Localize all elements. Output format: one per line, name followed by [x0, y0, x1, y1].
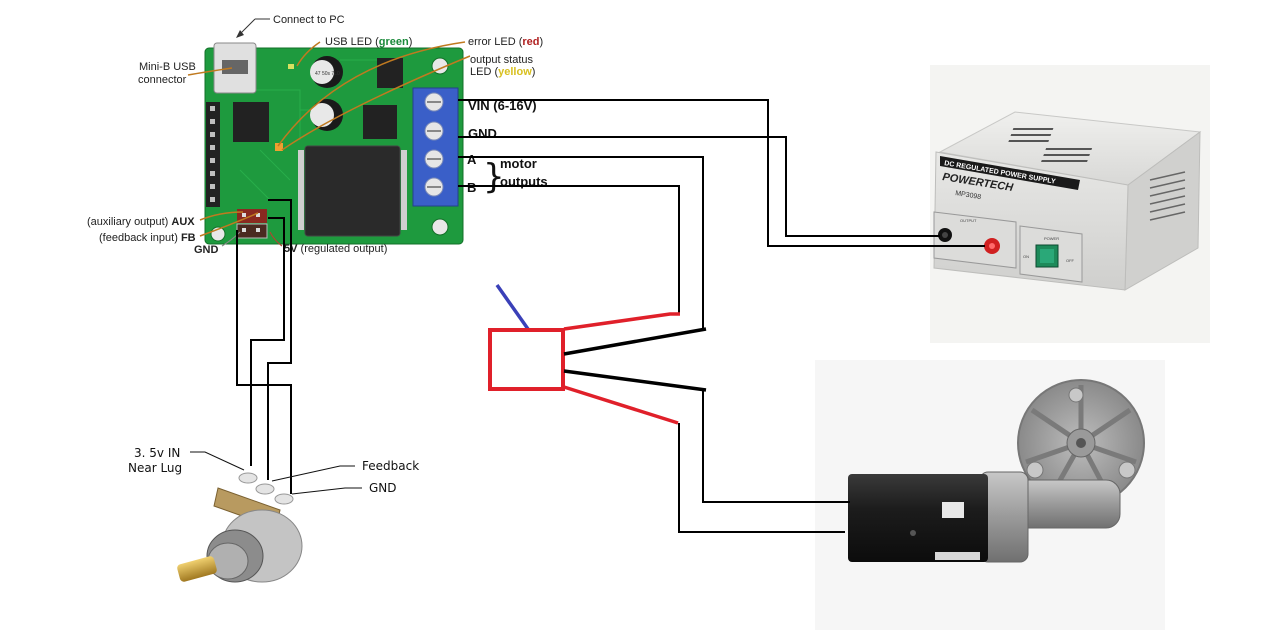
wire-motor-lead-1	[702, 390, 850, 503]
a-terminal-label: A	[467, 152, 477, 167]
potentiometer	[177, 472, 303, 583]
wire-motor-a	[458, 156, 704, 330]
pot-5v-in-label-line1: 3. 5v IN	[134, 446, 180, 460]
relay-box-outline	[488, 328, 565, 391]
5v-pin-label: 5V (regulated output)	[284, 243, 387, 255]
fb-label: (feedback input) FB	[99, 232, 196, 244]
motor-outputs-label-line1: motor	[500, 156, 537, 171]
power-off-label: OFF	[1066, 258, 1075, 263]
status-led-label-line1: output status	[470, 54, 533, 66]
pot-lug-3	[274, 493, 294, 505]
capacitor-marking: 47 50s 7L0	[315, 71, 340, 77]
pot-5v-in-label-line2: Near Lug	[128, 461, 182, 475]
output-panel-label: OUTPUT	[960, 218, 977, 223]
main-ic	[304, 145, 401, 237]
gnd-pins	[236, 223, 268, 239]
pot-shaft	[177, 556, 217, 582]
wire-5v-to-pot	[250, 217, 285, 466]
status-led-label-line2: LED (yellow)	[470, 66, 535, 78]
wire-gnd-to-psu-negative	[458, 136, 940, 237]
pin-header	[206, 102, 220, 207]
pot-callouts	[190, 451, 362, 495]
motor-controller-board: 47 50s 7L0	[187, 41, 471, 247]
b-terminal-label: B	[467, 180, 476, 195]
power-panel-label: POWER	[1044, 236, 1059, 241]
red-lead-lower	[563, 385, 679, 425]
pot-lug-1	[238, 472, 258, 484]
wire-vin-to-psu-positive	[458, 99, 985, 247]
power-supply-model: MP3098	[955, 190, 982, 201]
wire-feedback-to-pot	[267, 199, 292, 480]
connect-to-pc-label: Connect to PC	[273, 14, 345, 26]
vin-terminal-label: VIN (6-16V)	[468, 98, 537, 113]
black-lead-lower	[563, 369, 707, 392]
motor-body	[848, 474, 988, 562]
pot-feedback-label: Feedback	[362, 459, 419, 473]
aux-label: (auxiliary output) AUX	[87, 216, 195, 228]
gnd-pin-label: GND	[194, 244, 219, 256]
wire-motor-b	[458, 185, 680, 314]
usb-ic	[233, 102, 269, 142]
wire-motor-lead-2	[678, 423, 845, 533]
black-lead-upper	[563, 327, 707, 356]
usb-led-label: USB LED (green)	[325, 36, 412, 48]
mini-usb-label-line1: Mini-B USB	[139, 61, 196, 73]
relay-box	[488, 283, 707, 425]
dc-motor	[815, 360, 1165, 630]
wires	[236, 99, 985, 533]
pot-gnd-label: GND	[369, 481, 397, 495]
status-led	[275, 143, 283, 151]
wire-gnd-to-pot	[236, 230, 292, 494]
connect-arrow	[236, 18, 270, 38]
motor-label-plate	[942, 502, 964, 518]
red-lead-upper	[563, 312, 680, 331]
mini-usb-label-line2: connector	[138, 74, 187, 86]
blue-wire	[495, 283, 530, 331]
gnd-terminal-label: GND	[468, 126, 497, 141]
usb-led	[288, 64, 294, 69]
error-led-label: error LED (red)	[468, 36, 543, 48]
power-supply: DC REGULATED POWER SUPPLY POWERTECH MP30…	[930, 65, 1210, 343]
pot-lug-2	[255, 483, 275, 495]
power-on-label: ON	[1023, 254, 1029, 259]
